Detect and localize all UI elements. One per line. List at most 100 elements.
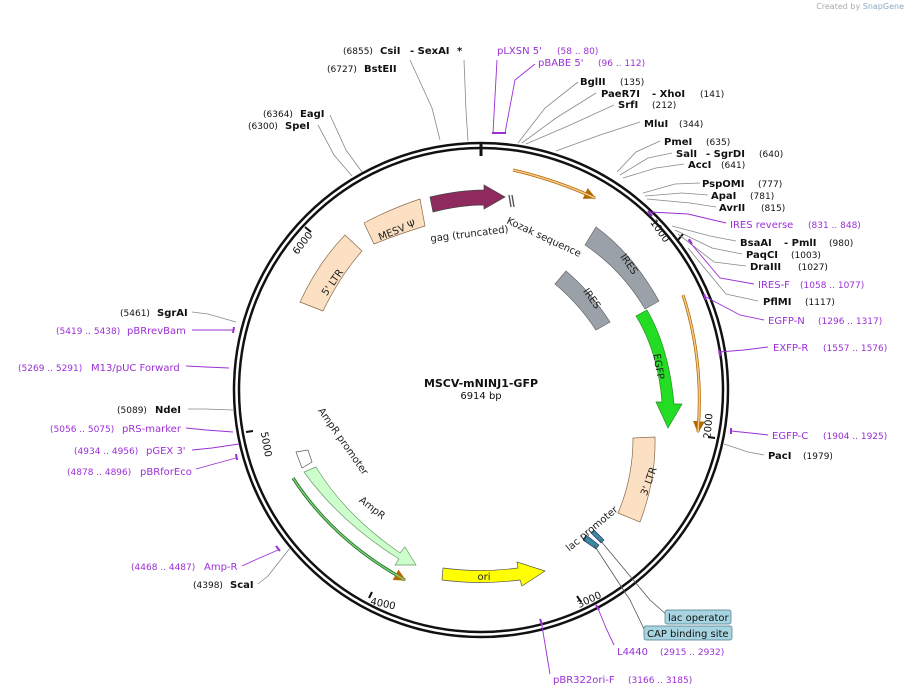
site-pspomi-pos: (777) xyxy=(758,180,782,190)
site-sali[interactable]: SalI xyxy=(676,149,697,160)
primer-prsmarker-pos: (5056 .. 5075) xyxy=(50,425,114,435)
site-draiii-pos: (1027) xyxy=(798,263,828,273)
snapgene-credit: Created by SnapGene xyxy=(816,2,904,11)
primer-egfpn[interactable]: EGFP-N xyxy=(768,316,805,327)
primer-m13puc[interactable]: M13/pUC Forward xyxy=(91,363,180,374)
site-eagi[interactable]: EagI xyxy=(300,109,324,120)
site-pflmi[interactable]: PflMI xyxy=(763,297,791,308)
site-srfi[interactable]: SrfI xyxy=(618,100,638,111)
tick-4000: 4000 xyxy=(369,596,396,612)
credit-prefix: Created by xyxy=(816,2,861,11)
primer-exfpr[interactable]: EXFP-R xyxy=(773,343,808,354)
site-mlui-pos: (344) xyxy=(679,120,703,130)
site-acci[interactable]: AccI xyxy=(688,160,711,171)
primer-pbr322[interactable]: pBR322ori-F xyxy=(553,675,615,686)
site-mlui[interactable]: MluI xyxy=(644,119,668,130)
primer-plxsn[interactable]: pLXSN 5' xyxy=(497,46,542,57)
ltr3-feature[interactable] xyxy=(617,436,656,523)
primer-ampr[interactable]: Amp-R xyxy=(204,562,238,573)
primer-pbrforeco[interactable]: pBRforEco xyxy=(140,467,192,478)
cap-site-box[interactable] xyxy=(643,625,733,641)
site-draiii[interactable]: DraIII xyxy=(750,262,781,273)
site-sali-pos: (640) xyxy=(759,150,783,160)
primer-iresf[interactable]: IRES-F xyxy=(758,280,790,291)
kozak-mark xyxy=(508,194,512,208)
site-sgrdi[interactable]: - SgrDI xyxy=(706,149,745,160)
site-apai[interactable]: ApaI xyxy=(711,191,736,202)
plasmid-length: 6914 bp xyxy=(460,391,501,402)
site-eagi-pos: (6364) xyxy=(263,110,293,120)
ires-inner-feature[interactable] xyxy=(554,270,611,331)
primer-egfpc[interactable]: EGFP-C xyxy=(772,431,808,442)
primer-prsmarker[interactable]: pRS-marker xyxy=(122,424,182,435)
primer-arc-left xyxy=(291,477,407,582)
site-pspomi[interactable]: PspOMI xyxy=(702,179,744,190)
site-csi-pos: (6855) xyxy=(343,47,373,57)
lac-promoter-mark xyxy=(582,534,600,550)
ori-label: ori xyxy=(477,572,490,583)
site-scai-pos: (4398) xyxy=(193,581,223,591)
box-leaders xyxy=(593,539,669,634)
primer-iresrev[interactable]: IRES reverse xyxy=(730,220,793,231)
gag-feature[interactable] xyxy=(429,184,506,213)
site-avrii[interactable]: AvrII xyxy=(719,203,745,214)
backbone-outer xyxy=(232,141,730,639)
primer-pbrrevbam-pos: (5419 .. 5438) xyxy=(56,327,120,337)
site-sgrai[interactable]: SgrAI xyxy=(157,308,188,319)
primer-pgex3[interactable]: pGEX 3' xyxy=(146,446,186,457)
ori-feature[interactable] xyxy=(441,561,546,587)
site-apai-pos: (781) xyxy=(750,192,774,202)
primer-m13puc-pos: (5269 .. 5291) xyxy=(18,364,82,374)
primer-pgex3-pos: (4934 .. 4956) xyxy=(74,447,138,457)
primer-egfpn-pos: (1296 .. 1317) xyxy=(818,317,882,327)
tick-mark-5000 xyxy=(245,430,254,433)
site-bglii-pos: (135) xyxy=(620,78,644,88)
site-spei[interactable]: SpeI xyxy=(285,121,310,132)
site-xhoi[interactable]: - XhoI xyxy=(652,89,685,100)
primer-ticks xyxy=(232,132,732,626)
primer-pbrrevbam[interactable]: pBRrevBam xyxy=(127,326,186,337)
plasmid-name: MSCV-mNINJ1-GFP xyxy=(424,377,538,390)
lac-operator-box[interactable] xyxy=(664,609,732,625)
ampr-promoter-feature[interactable] xyxy=(295,449,313,469)
site-pmei[interactable]: PmeI xyxy=(664,137,692,148)
primer-plxsn-pos: (58 .. 80) xyxy=(557,47,598,57)
gag-label: gag (truncated) xyxy=(430,224,509,245)
site-bglii[interactable]: BglII xyxy=(580,77,606,88)
tick-2000: 2000 xyxy=(702,413,715,439)
site-paci[interactable]: PacI xyxy=(768,451,791,462)
site-bsaai-pos: (980) xyxy=(829,239,853,249)
ampr-feature[interactable] xyxy=(303,466,417,566)
primer-pbabe-pos: (96 .. 112) xyxy=(598,59,645,69)
site-bsteii-pos: (6727) xyxy=(327,65,357,75)
primer-pbrforeco-pos: (4878 .. 4896) xyxy=(67,468,131,478)
ires-outer-feature[interactable] xyxy=(584,226,660,310)
site-paer7i-pos: (141) xyxy=(700,90,724,100)
mesv-feature[interactable] xyxy=(363,198,426,245)
site-ndei[interactable]: NdeI xyxy=(155,405,181,416)
site-csi[interactable]: CsiI xyxy=(380,46,400,57)
egfp-label: EGFP xyxy=(650,353,665,380)
site-paci-pos: (1979) xyxy=(803,452,833,462)
primer-l4440-pos: (2915 .. 2932) xyxy=(660,648,724,658)
site-paqci-pos: (1003) xyxy=(791,251,821,261)
site-srfi-pos: (212) xyxy=(652,101,676,111)
primer-l4440[interactable]: L4440 xyxy=(617,647,648,658)
site-pmli[interactable]: - PmlI xyxy=(784,238,817,249)
site-paer7i[interactable]: PaeR7I xyxy=(601,89,640,100)
site-avrii-pos: (815) xyxy=(761,204,785,214)
site-sexai[interactable]: - SexAI xyxy=(410,46,450,57)
tick-5000: 5000 xyxy=(258,431,273,458)
tick-mark-4000 xyxy=(368,591,373,599)
site-paqci[interactable]: PaqCI xyxy=(746,250,778,261)
primer-pbabe[interactable]: pBABE 5' xyxy=(538,58,584,69)
site-sexai-mark: * xyxy=(457,46,463,57)
ltr5-feature[interactable] xyxy=(299,234,363,312)
primer-arc-top xyxy=(512,168,597,200)
site-bsteii[interactable]: BstEII xyxy=(364,64,397,75)
egfp-feature[interactable] xyxy=(635,309,683,429)
site-bsaai[interactable]: BsaAI xyxy=(740,238,772,249)
tick-mark-2000 xyxy=(707,436,716,439)
site-scai[interactable]: ScaI xyxy=(230,580,254,591)
